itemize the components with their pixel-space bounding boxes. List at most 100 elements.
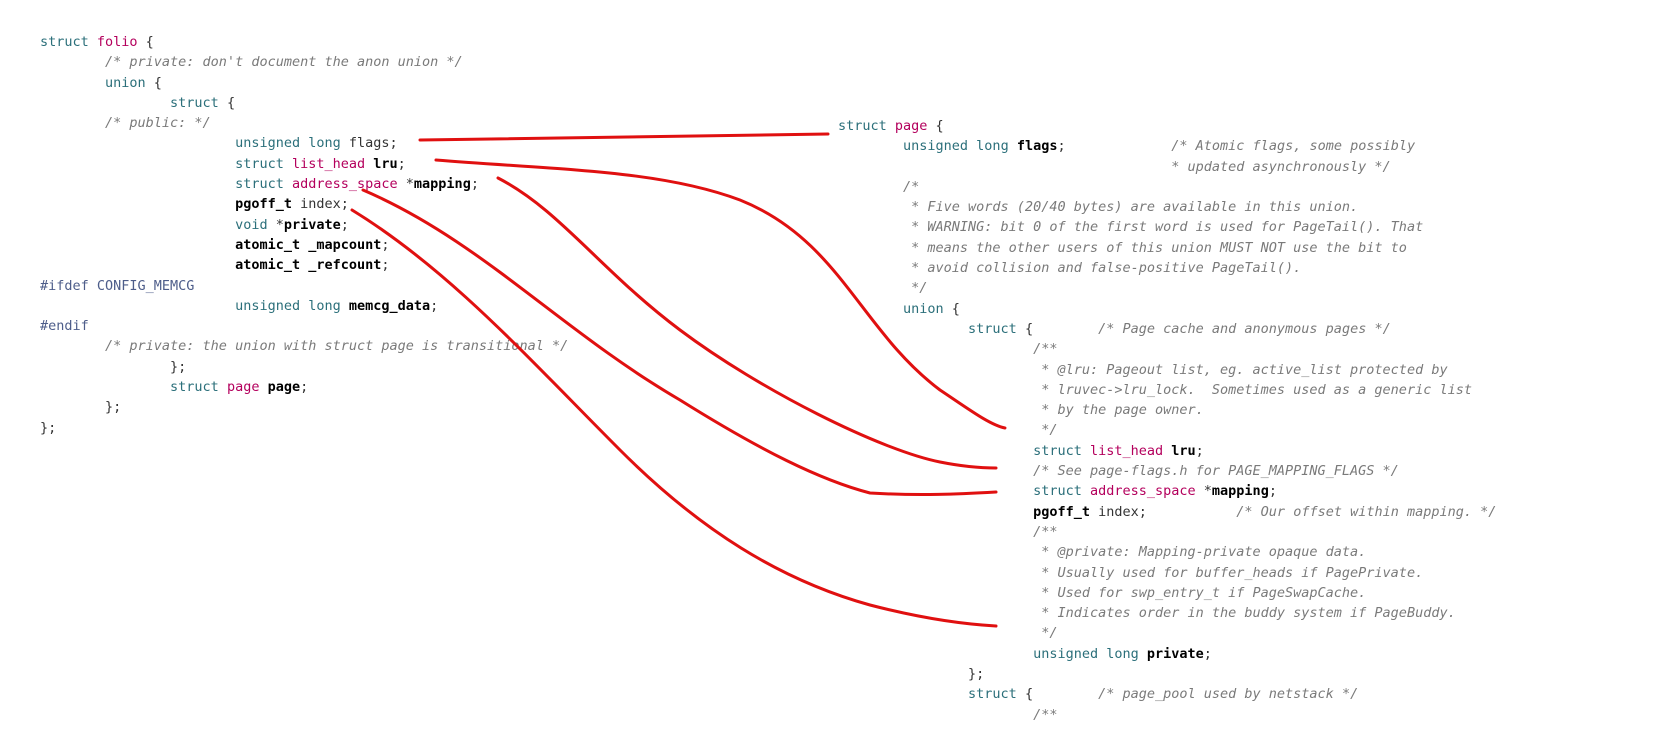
page-code-line: /** [838,339,1496,359]
code-token-pl: ; [1057,138,1172,155]
code-token-pl: * [1195,483,1212,500]
code-token-pl: ; [470,176,479,193]
code-token-pl [40,176,235,192]
page-code-line: struct { /* Page cache and anonymous pag… [838,319,1496,339]
page-code-line: /** [838,522,1496,542]
page-struct-code: struct page { unsigned long flags; /* At… [838,116,1496,725]
code-token-pl: }; [40,399,122,416]
code-token-cm: * WARNING: bit 0 of the first word is us… [838,219,1424,236]
code-token-pl: { [1016,686,1099,703]
code-token-kw: union [903,300,944,317]
code-token-pl [40,237,235,253]
code-token-kw: struct [968,320,1017,337]
folio-code-line: atomic_t _refcount; [40,255,568,275]
code-token-pl [838,138,903,154]
code-token-kw: struct [1033,483,1090,500]
folio-code-line: }; [40,357,568,377]
folio-code-line: void *private; [40,215,568,235]
code-token-pl [40,196,235,212]
folio-code-line: /* private: the union with struct page i… [40,336,568,356]
page-code-line: * Indicates order in the buddy system if… [838,603,1496,623]
folio-code-line: /* private: don't document the anon unio… [40,52,568,72]
code-token-ty: list_head [1089,442,1164,459]
folio-struct-code: struct folio { /* private: don't documen… [40,32,568,438]
page-code-line: * @lru: Pageout list, eg. active_list pr… [838,360,1496,380]
code-token-pl [838,686,968,702]
code-token-kw: unsigned long [903,138,1009,155]
code-token-pl: flags; [340,135,398,152]
code-token-id: lru [1171,442,1196,459]
code-token-id: mapping [1211,483,1269,500]
code-token-cm: /* Atomic flags, some possibly [1171,138,1416,155]
page-code-line: * updated asynchronously */ [838,157,1496,177]
code-token-pl: ; [340,216,349,233]
code-token-pl: index; [1089,503,1237,520]
page-code-line: * lruvec->lru_lock. Sometimes used as a … [838,380,1496,400]
page-code-line: /** [838,705,1496,725]
page-code-line: * Usually used for buffer_heads if PageP… [838,563,1496,583]
code-token-cm: /** [838,523,1058,540]
page-code-line: unsigned long flags; /* Atomic flags, so… [838,136,1496,156]
code-token-pl: ; [381,236,390,253]
code-token-ty: page [894,118,928,134]
code-token-cm: /* Page cache and anonymous pages */ [1098,320,1391,337]
page-code-line: }; [838,664,1496,684]
page-code-line: /* See page-flags.h for PAGE_MAPPING_FLA… [838,461,1496,481]
code-token-cm: /* See page-flags.h for PAGE_MAPPING_FLA… [838,463,1399,480]
code-token-cm: */ [838,280,928,297]
page-code-line: struct list_head lru; [838,441,1496,461]
code-token-pl [838,483,1033,499]
code-token-pl: }; [838,666,985,683]
code-token-cm: * @private: Mapping-private opaque data. [838,544,1367,561]
code-token-kw: union [105,74,146,91]
code-token-pl [40,95,170,111]
code-token-id: atomic_t _mapcount [235,236,382,253]
code-token-kw: unsigned long [235,297,341,314]
code-token-kw: struct [1033,442,1090,459]
code-token-pl: { [218,94,236,111]
page-code-line: * WARNING: bit 0 of the first word is us… [838,217,1496,237]
code-token-pl [40,298,235,314]
code-token-cm: /* public: */ [40,115,211,132]
page-code-line: struct address_space *mapping; [838,481,1496,501]
code-token-pl: { [927,118,944,134]
code-token-id: pgoff_t [1033,503,1090,520]
code-token-cm: /** [838,706,1058,723]
folio-code-line: union { [40,73,568,93]
code-token-cm: * updated asynchronously */ [838,158,1391,175]
code-token-ty: folio [96,34,138,50]
code-token-cm: * means the other users of this union MU… [838,239,1407,256]
code-token-cm: * @lru: Pageout list, eg. active_list pr… [838,361,1448,378]
page-code-line: struct page { [838,116,1496,136]
code-token-kw: struct [235,176,292,193]
page-code-line: * by the page owner. [838,400,1496,420]
page-code-line: */ [838,278,1496,298]
folio-code-line: }; [40,418,568,438]
code-token-pl [1009,138,1017,154]
folio-code-line: struct page page; [40,377,568,397]
code-token-pl: index; [291,196,349,213]
code-token-kw: struct [968,686,1017,703]
code-token-cm: * Used for swp_entry_t if PageSwapCache. [838,584,1367,601]
code-token-pl: * [267,216,284,233]
code-token-pl [838,321,968,337]
code-token-kw: struct [170,379,227,396]
code-token-kw: struct [170,94,219,111]
code-token-pl [341,298,349,314]
code-token-pl: ; [300,379,309,396]
code-token-kw: unsigned long [235,135,341,152]
code-token-pl [838,301,903,317]
code-token-pl [40,217,235,233]
code-token-pl: { [943,300,960,317]
page-code-line: * @private: Mapping-private opaque data. [838,542,1496,562]
code-token-id: pgoff_t [235,196,292,213]
code-token-pl: ; [381,257,390,274]
code-token-id: memcg_data [348,297,431,314]
code-token-ty: address_space [291,176,398,193]
code-token-id: page [267,379,301,396]
folio-code-line: struct folio { [40,32,568,52]
code-token-cm: * Five words (20/40 bytes) are available… [838,199,1359,216]
code-token-pl: { [1016,320,1099,337]
code-token-pl: { [145,74,162,91]
page-code-line: * avoid collision and false-positive Pag… [838,258,1496,278]
